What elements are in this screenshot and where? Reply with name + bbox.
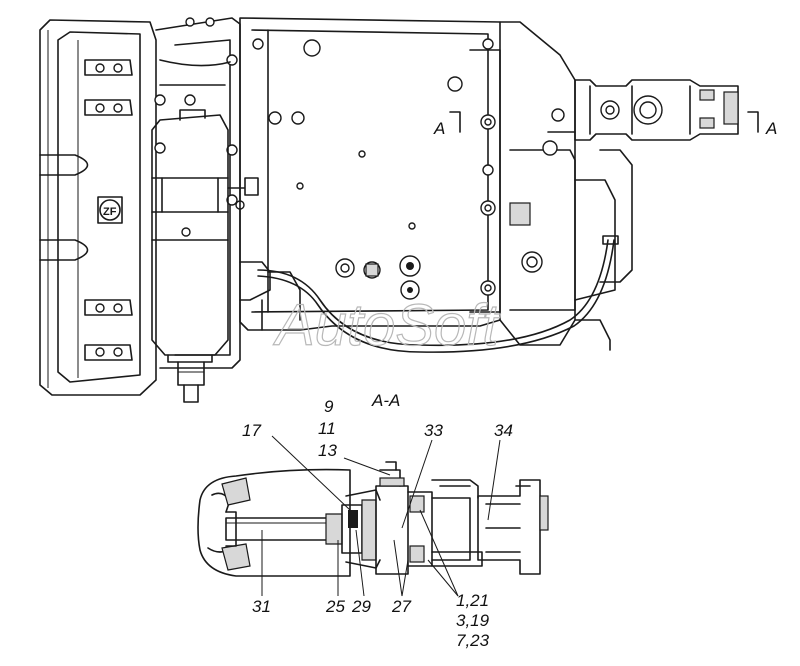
section-mark-left: A (433, 119, 445, 138)
valve-assembly-top (547, 79, 739, 141)
zf-logo: ZF (97, 196, 123, 224)
callout-25: 25 (325, 597, 345, 616)
callout-13: 13 (318, 441, 337, 460)
section-title: A-A (371, 391, 400, 410)
callout-3-19: 3,19 (456, 611, 490, 630)
leader-lines (261, 435, 501, 597)
callout-33: 33 (424, 421, 443, 440)
zf-logo-text: ZF (103, 206, 117, 218)
callout-31: 31 (252, 597, 271, 616)
callout-34: 34 (494, 421, 513, 440)
watermark: AutoSoft (273, 293, 501, 358)
air-pipe (257, 235, 619, 353)
callout-9: 9 (324, 397, 334, 416)
main-housing (239, 17, 501, 331)
section-marks: A A (433, 111, 777, 138)
shift-cylinder (151, 109, 259, 403)
callout-7-23: 7,23 (456, 631, 490, 650)
callout-29: 29 (351, 597, 371, 616)
callout-1-21: 1,21 (456, 591, 489, 610)
gearbox-top-view: ZF (39, 17, 777, 403)
callout-11: 11 (318, 419, 336, 438)
section-a-a (197, 461, 549, 577)
clutch-housing (39, 19, 157, 396)
range-housing (499, 21, 633, 351)
section-mark-right: A (765, 119, 777, 138)
bolt-flange (469, 49, 531, 313)
callouts: 9 11 13 17 33 34 31 25 29 27 1,21 3,19 7… (242, 397, 513, 650)
callout-27: 27 (391, 597, 411, 616)
callout-17: 17 (242, 421, 261, 440)
